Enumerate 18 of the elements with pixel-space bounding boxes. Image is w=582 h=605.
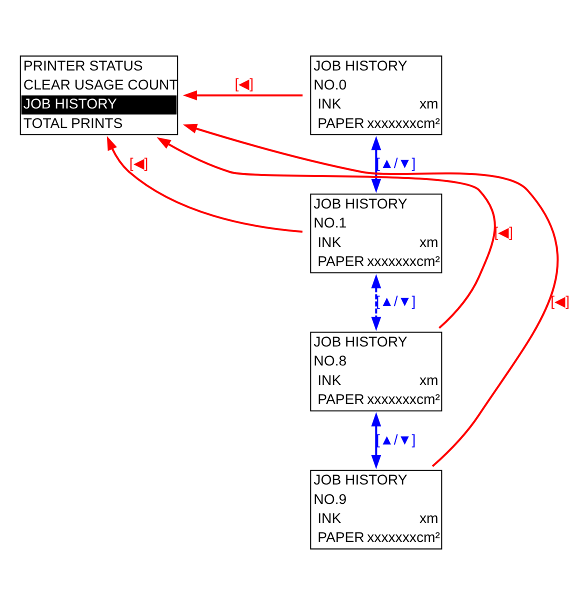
arrow <box>182 124 558 468</box>
edge-label: [▲/▼] <box>376 155 416 172</box>
node-box: JOB HISTORY NO.8 INK xm PAPER xxxxxxxcm² <box>310 332 442 412</box>
arrow <box>371 412 382 470</box>
edge-label: [◀] <box>550 293 570 310</box>
arrow <box>371 274 382 332</box>
node-box: JOB HISTORY NO.0 INK xm PAPER xxxxxxxcm² <box>310 56 442 136</box>
arrow <box>182 90 303 100</box>
edge-label: [◀] <box>234 76 254 92</box>
arrow <box>106 136 303 233</box>
node-box: JOB HISTORY NO.1 INK xm PAPER xxxxxxxcm² <box>310 194 442 274</box>
node-box: JOB HISTORY NO.9 INK xm PAPER xxxxxxxcm² <box>310 470 442 550</box>
edge-label: [▲/▼] <box>376 293 416 310</box>
edge-label: [▲/▼] <box>376 431 416 448</box>
arrow <box>156 137 496 329</box>
edge-label: [◀] <box>494 224 514 240</box>
arrow <box>371 136 382 193</box>
edge-label: [◀] <box>129 155 148 172</box>
